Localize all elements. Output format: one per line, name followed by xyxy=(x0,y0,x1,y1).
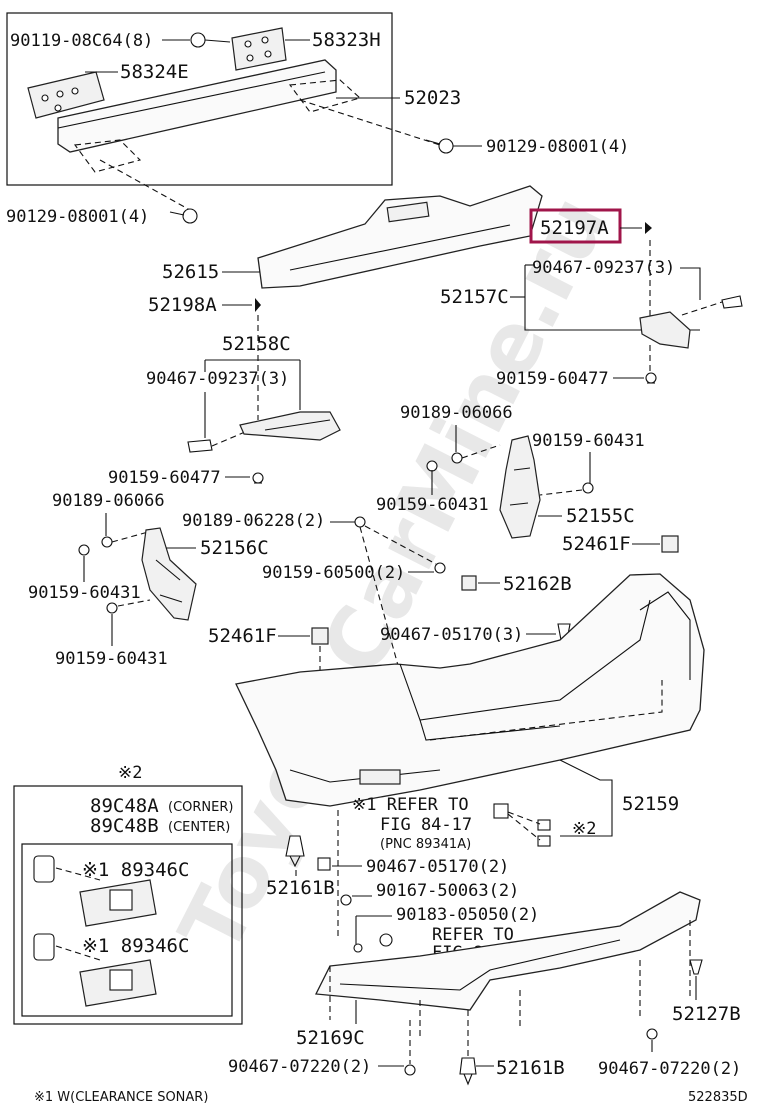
clip-52161B-upper-icon xyxy=(285,835,305,868)
clip-90467-05170-2-icon xyxy=(317,857,331,871)
label-90467-09237-left: 90467-09237(3) xyxy=(146,369,289,389)
nut-90189-06228-icon xyxy=(354,516,366,528)
label-52159: 52159 xyxy=(622,793,679,815)
label-90129-08001-left: 90129-08001(4) xyxy=(6,207,149,227)
label-52157C: 52157C xyxy=(440,286,509,308)
label-52461F-right: 52461F xyxy=(562,533,631,555)
label-90159-60431-left-upper: 90159-60431 xyxy=(28,583,141,603)
label-52161B-lower: 52161B xyxy=(496,1057,565,1079)
label-58324E: 58324E xyxy=(120,61,189,83)
label-90119-08C64: 90119-08C64(8) xyxy=(10,31,153,51)
part-52159-bumper-cover[interactable] xyxy=(235,573,705,807)
part-52023-beam[interactable] xyxy=(57,59,337,153)
label-90467-05170-2: 90467-05170(2) xyxy=(366,857,509,877)
part-89346C-upper[interactable] xyxy=(33,855,157,927)
clip-90467-07220-left-icon xyxy=(404,1064,416,1076)
label-52169C: 52169C xyxy=(296,1027,365,1049)
part-58324E-bracket[interactable] xyxy=(27,71,105,119)
label-90189-06228: 90189-06228(2) xyxy=(182,511,325,531)
label-52161B-upper: 52161B xyxy=(266,877,335,899)
label-90159-60477-left: 90159-60477 xyxy=(108,468,221,488)
label-52156C: 52156C xyxy=(200,537,269,559)
label-refer-to-1: ※1 REFER TO xyxy=(352,795,469,815)
part-52461F-right-pad[interactable] xyxy=(661,535,679,553)
label-52155C: 52155C xyxy=(566,505,635,527)
clip-52198A-icon xyxy=(255,298,261,312)
nut-90183-icon xyxy=(353,943,363,953)
sonar-inner-box xyxy=(21,843,233,1017)
part-52162B-pad[interactable] xyxy=(461,575,477,591)
screw-90467-right-icon xyxy=(721,295,743,309)
label-note-2-ref: ※2 xyxy=(572,819,596,839)
label-90167-50063: 90167-50063(2) xyxy=(376,881,519,901)
part-89346C-lower[interactable] xyxy=(33,933,157,1007)
label-89346C-upper: ※1 89346C xyxy=(82,859,189,881)
label-52162B: 52162B xyxy=(503,573,572,595)
label-58323H: 58323H xyxy=(312,29,381,51)
label-refer-to-2: REFER TO xyxy=(432,925,514,945)
label-90159-60431-left-lower: 90159-60431 xyxy=(55,649,168,669)
label-90467-07220-left: 90467-07220(2) xyxy=(228,1057,371,1077)
reinforcement-group: 90119-08C64(8) 58323H 58324E 52023 xyxy=(6,12,461,211)
nut-90189-left-icon xyxy=(101,536,113,548)
label-90189-06066-right: 90189-06066 xyxy=(400,403,513,423)
clip-90467-07220-right-icon xyxy=(646,1028,658,1040)
clip-90159-60477-left-icon xyxy=(252,472,264,484)
part-52156C-bracket[interactable] xyxy=(141,527,197,621)
clip-90159-60431-b-icon xyxy=(582,482,594,494)
label-52127B: 52127B xyxy=(672,1003,741,1025)
clip-90159-60477-right-icon xyxy=(645,372,657,384)
nut-90189-right-icon xyxy=(451,452,463,464)
label-90159-60431-mid: 90159-60431 xyxy=(376,495,489,515)
label-52158C: 52158C xyxy=(222,333,291,355)
label-89346C-lower: ※1 89346C xyxy=(82,935,189,957)
label-corner: (CORNER) xyxy=(168,800,233,815)
label-52197A[interactable]: 52197A xyxy=(540,217,609,239)
label-pnc-89341A: (PNC 89341A) xyxy=(380,837,471,852)
label-90467-09237-right: 90467-09237(3) xyxy=(532,258,675,278)
label-52461F-left: 52461F xyxy=(208,625,277,647)
label-90467-07220-right: 90467-07220(2) xyxy=(598,1059,741,1079)
screw-90167-icon xyxy=(340,894,352,906)
screw-90467-left-icon xyxy=(187,439,213,453)
diagram-code: 522835D xyxy=(688,1090,748,1105)
clip-52197A-icon xyxy=(645,222,652,234)
label-90183-05050: 90183-05050(2) xyxy=(396,905,539,925)
highlight-52197A xyxy=(529,208,622,244)
sonar-sensor-icon xyxy=(493,803,551,847)
label-52198A: 52198A xyxy=(148,294,217,316)
bolt-90119-icon xyxy=(190,32,231,48)
sonar-inset-box xyxy=(13,785,243,1025)
part-52155C-bracket[interactable] xyxy=(499,435,541,539)
clip-52161B-lower-icon xyxy=(459,1057,477,1086)
bolt-90129-left-icon xyxy=(169,208,198,224)
part-52461F-left-pad[interactable] xyxy=(311,627,329,645)
label-89C48B: 89C48B xyxy=(90,815,159,837)
part-52169C-lower-cover[interactable] xyxy=(314,891,701,1011)
bolt-refer-81-15-icon xyxy=(379,933,393,947)
label-fig-84-17: FIG 84-17 xyxy=(380,815,472,835)
label-90159-60431-upper: 90159-60431 xyxy=(532,431,645,451)
clip-90159-60431-a-icon xyxy=(426,460,438,472)
reinforcement-inset-box xyxy=(6,12,393,186)
label-90189-06066-left: 90189-06066 xyxy=(52,491,165,511)
label-center: (CENTER) xyxy=(168,820,230,835)
bolt-90129-right-icon xyxy=(425,138,454,154)
label-90159-60477-right: 90159-60477 xyxy=(496,369,609,389)
label-89C48A: 89C48A xyxy=(90,795,159,817)
label-90467-05170-3: 90467-05170(3) xyxy=(380,625,523,645)
label-52615: 52615 xyxy=(162,261,219,283)
clip-90159-60431-c-icon xyxy=(78,544,90,556)
part-52157C-retainer[interactable] xyxy=(639,311,691,349)
clip-52127B-icon xyxy=(689,959,703,975)
label-90159-60500: 90159-60500(2) xyxy=(262,563,405,583)
label-90129-08001-right: 90129-08001(4) xyxy=(486,137,629,157)
label-note-2: ※2 xyxy=(118,763,142,783)
clip-90159-60500-icon xyxy=(434,562,446,574)
label-52023: 52023 xyxy=(404,87,461,109)
footnote-clearance-sonar: ※1 W(CLEARANCE SONAR) xyxy=(34,1090,208,1105)
part-58323H-bracket[interactable] xyxy=(231,27,287,71)
clip-90159-60431-d-icon xyxy=(106,602,118,614)
